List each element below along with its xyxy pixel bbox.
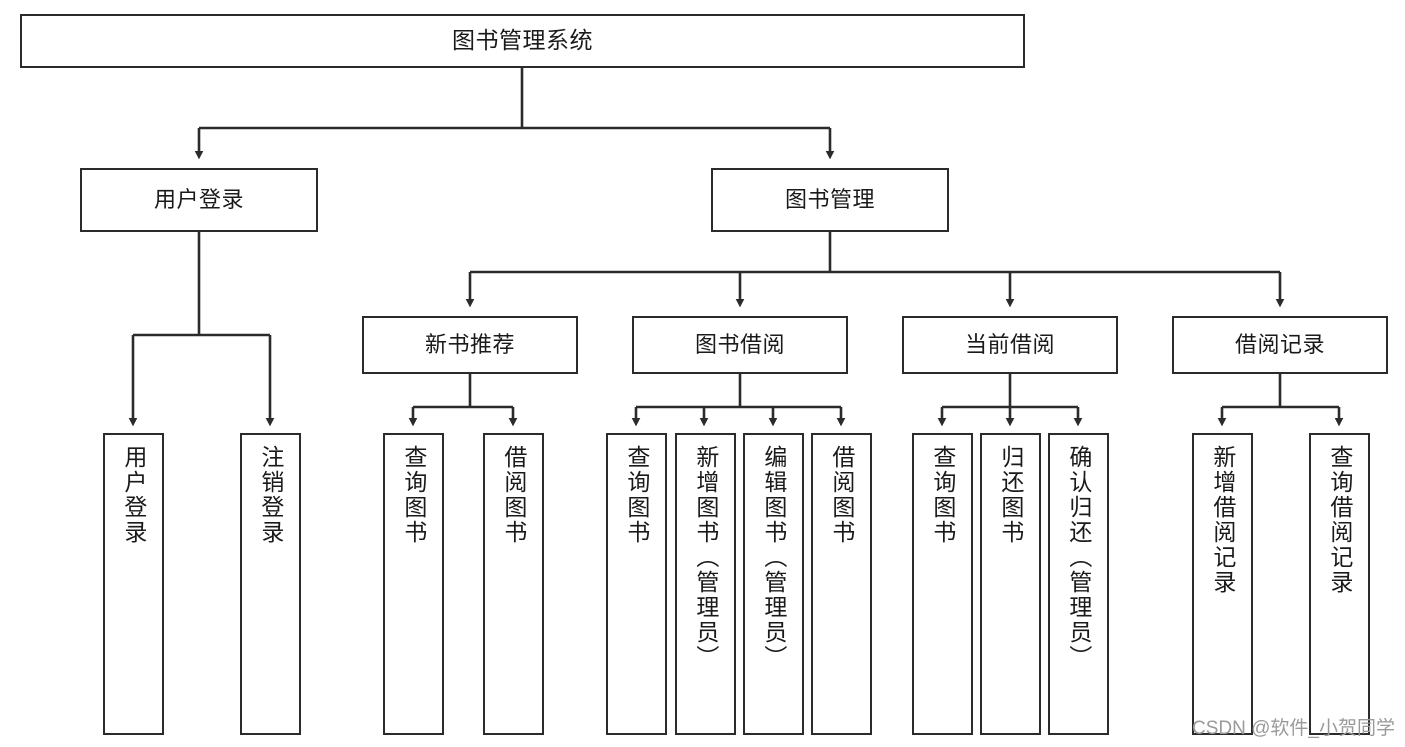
node-book-management[interactable]: 图书管理: [711, 168, 949, 232]
leaf-recommend-borrow-book[interactable]: 借阅图书: [483, 433, 544, 735]
node-label: 用户登录: [120, 445, 147, 545]
node-label: 查询图书: [623, 445, 650, 545]
node-label: 新书推荐: [424, 332, 515, 358]
leaf-recommend-query-book[interactable]: 查询图书: [383, 433, 444, 735]
leaf-current-return-book[interactable]: 归还图书: [980, 433, 1041, 735]
node-current-borrow[interactable]: 当前借阅: [902, 316, 1118, 374]
node-label: 注销登录: [257, 445, 284, 545]
leaf-record-query-borrow-record[interactable]: 查询借阅记录: [1309, 433, 1370, 735]
node-label: 查询借阅记录: [1326, 445, 1353, 595]
node-label: 图书管理: [784, 187, 875, 213]
node-label: 借阅记录: [1234, 332, 1325, 358]
leaf-borrow-borrow-book[interactable]: 借阅图书: [811, 433, 872, 735]
csdn-watermark: CSDN @软件_小贺同学: [1192, 718, 1395, 739]
leaf-borrow-add-book-admin[interactable]: 新增图书（管理员）: [675, 433, 736, 735]
node-label: 借阅图书: [828, 445, 855, 545]
leaf-user-login-logout[interactable]: 注销登录: [240, 433, 301, 735]
node-borrow-record[interactable]: 借阅记录: [1172, 316, 1388, 374]
node-label: 新增图书（管理员）: [692, 445, 719, 670]
node-label: 借阅图书: [500, 445, 527, 545]
node-label: 新增借阅记录: [1209, 445, 1236, 595]
leaf-borrow-query-book[interactable]: 查询图书: [606, 433, 667, 735]
leaf-borrow-edit-book-admin[interactable]: 编辑图书（管理员）: [743, 433, 804, 735]
node-label: 查询图书: [929, 445, 956, 545]
leaf-current-confirm-return-admin[interactable]: 确认归还（管理员）: [1048, 433, 1109, 735]
node-label: 查询图书: [400, 445, 427, 545]
leaf-record-add-borrow-record[interactable]: 新增借阅记录: [1192, 433, 1253, 735]
node-book-borrow[interactable]: 图书借阅: [632, 316, 848, 374]
node-user-login[interactable]: 用户登录: [80, 168, 318, 232]
node-label: 用户登录: [153, 187, 244, 213]
node-label: 图书借阅: [694, 332, 785, 358]
node-label: 归还图书: [997, 445, 1024, 545]
node-label: 图书管理系统: [452, 27, 593, 54]
leaf-current-query-book[interactable]: 查询图书: [912, 433, 973, 735]
node-root-system[interactable]: 图书管理系统: [20, 14, 1025, 68]
node-label: 当前借阅: [964, 332, 1055, 358]
leaf-user-login-login[interactable]: 用户登录: [103, 433, 164, 735]
node-new-book-recommend[interactable]: 新书推荐: [362, 316, 578, 374]
node-label: 确认归还（管理员）: [1065, 445, 1092, 670]
node-label: 编辑图书（管理员）: [760, 445, 787, 670]
